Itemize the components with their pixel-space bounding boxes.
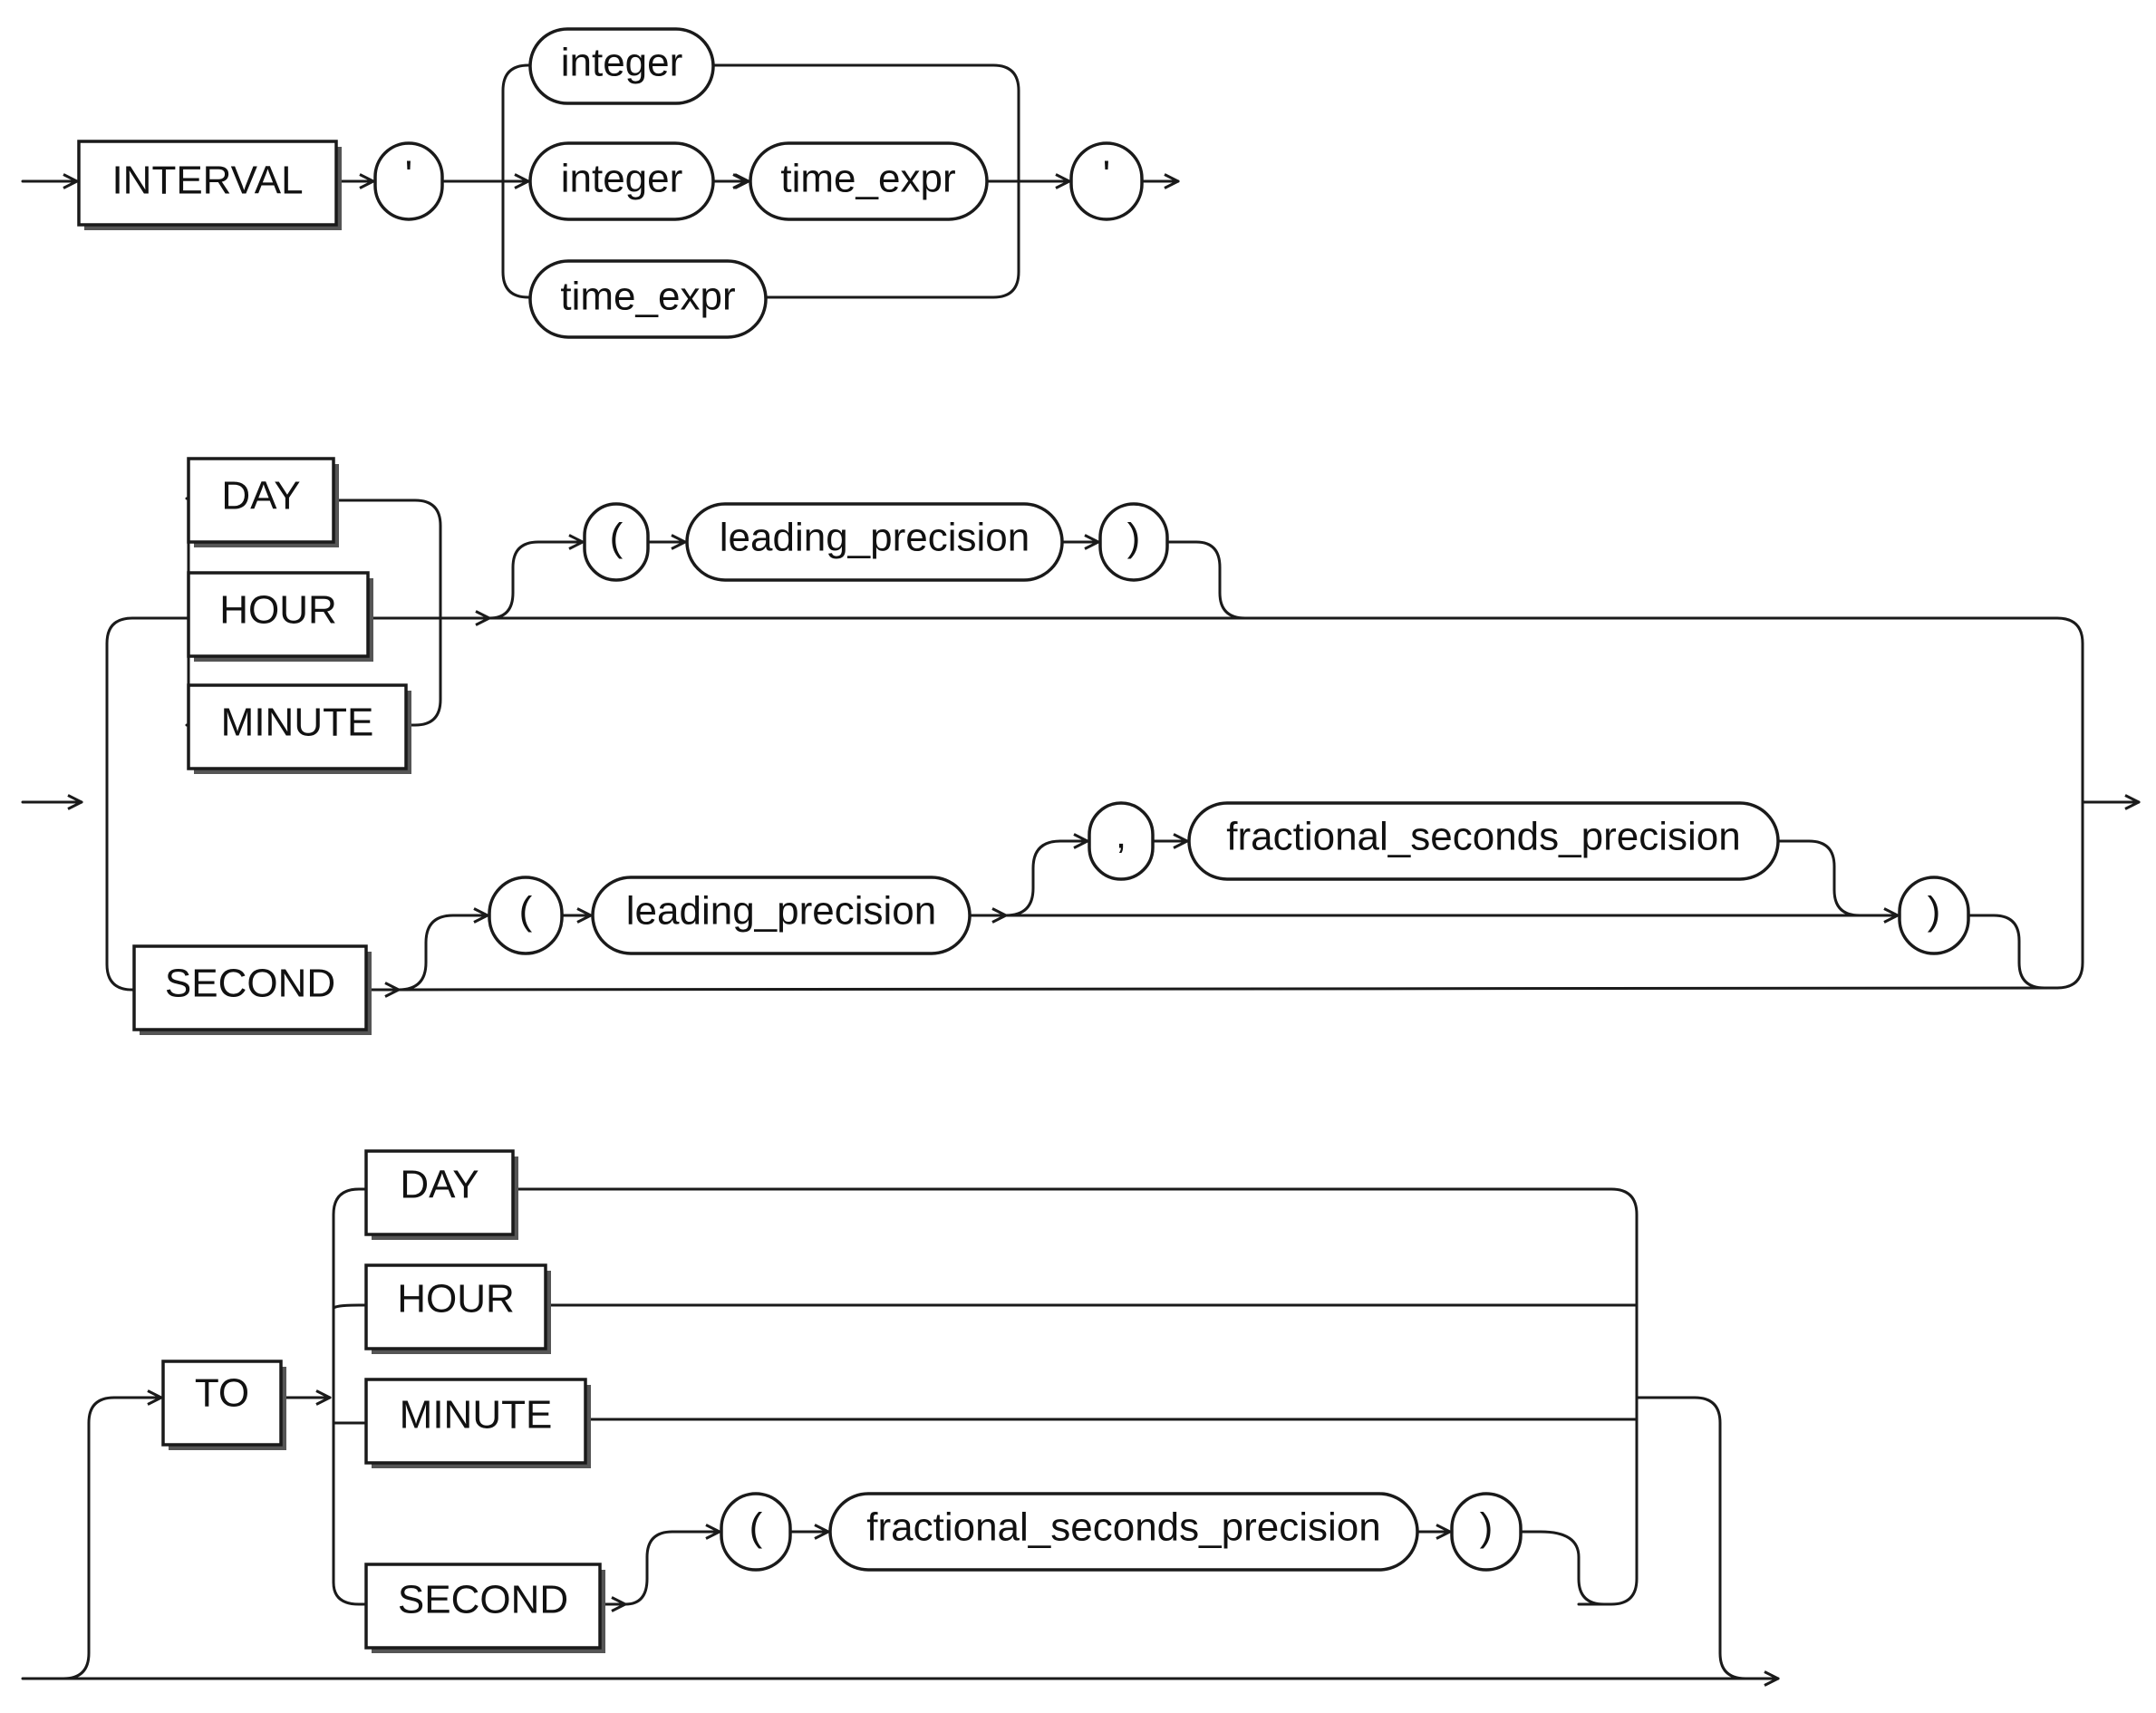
alt-time-expr-2: time_expr [560,275,735,319]
leading-precision-2-terminal: leading_precision [591,876,972,955]
open-paren-3-terminal: ( [720,1492,792,1572]
close-paren-3-terminal: ) [1450,1492,1523,1572]
close-paren: ) [1127,516,1141,560]
alt-integer-2: integer [561,157,683,201]
close-paren-2-terminal: ) [1898,876,1970,955]
open-paren-2: ( [519,889,533,934]
day-keyword: DAY [221,474,300,518]
to-keyword: TO [195,1371,249,1416]
second-keyword-2: SECOND [398,1578,568,1622]
row-interval: INTERVAL ' integer integer time_expr tim… [21,27,1180,339]
minute-keyword-2: MINUTE [400,1393,553,1437]
leading-precision: leading_precision [720,516,1030,560]
fractional-seconds-precision-2: fractional_seconds_precision [866,1505,1380,1550]
row-leading-field: DAY HOUR MINUTE ( leading_precision ) [21,457,2141,1035]
second-keyword-box-2: SECOND [364,1563,605,1653]
leading-precision-terminal: leading_precision [685,502,1064,582]
close-paren-3: ) [1480,1505,1494,1550]
row-trailing-field: TO DAY HOUR MINUTE SECOND ( [21,1149,1780,1679]
close-quote: ' [1103,153,1110,198]
fractional-seconds-precision: fractional_seconds_precision [1226,815,1740,859]
comma-terminal: , [1088,801,1155,881]
alt-time-expr-terminal: time_expr [749,141,989,221]
open-paren-terminal: ( [583,502,650,582]
open-paren-3: ( [749,1505,763,1550]
day-keyword-box: DAY [187,457,339,547]
minute-keyword: MINUTE [221,701,374,745]
day-keyword-box-2: DAY [364,1149,518,1240]
hour-keyword-2: HOUR [397,1277,515,1321]
comma: , [1116,813,1126,857]
alt-integer-terminal: integer [528,27,715,105]
second-keyword: SECOND [165,962,335,1006]
minute-keyword-box: MINUTE [187,683,411,774]
to-keyword-box: TO [161,1360,286,1450]
open-quote: ' [405,153,412,198]
leading-precision-2: leading_precision [626,889,936,934]
hour-keyword-box-2: HOUR [364,1263,551,1354]
interval-keyword: INTERVAL [111,159,303,203]
alt-integer-2-terminal: integer [528,141,715,221]
hour-keyword-box: HOUR [187,571,373,662]
alt-integer: integer [561,41,683,85]
open-quote-terminal: ' [373,141,444,221]
fractional-seconds-precision-2-terminal: fractional_seconds_precision [828,1492,1419,1572]
minute-keyword-box-2: MINUTE [364,1378,591,1468]
close-paren-2: ) [1928,889,1941,934]
hour-keyword: HOUR [219,588,337,633]
second-keyword-box: SECOND [132,944,372,1035]
day-keyword-2: DAY [400,1163,479,1207]
open-paren-2-terminal: ( [488,876,564,955]
interval-keyword-box: INTERVAL [77,140,342,230]
alt-time-expr-2-terminal: time_expr [528,259,768,339]
fractional-seconds-precision-terminal: fractional_seconds_precision [1187,801,1780,881]
open-paren: ( [610,516,624,560]
close-quote-terminal: ' [1069,141,1144,221]
close-paren-terminal: ) [1098,502,1169,582]
alt-time-expr: time_expr [780,157,955,201]
